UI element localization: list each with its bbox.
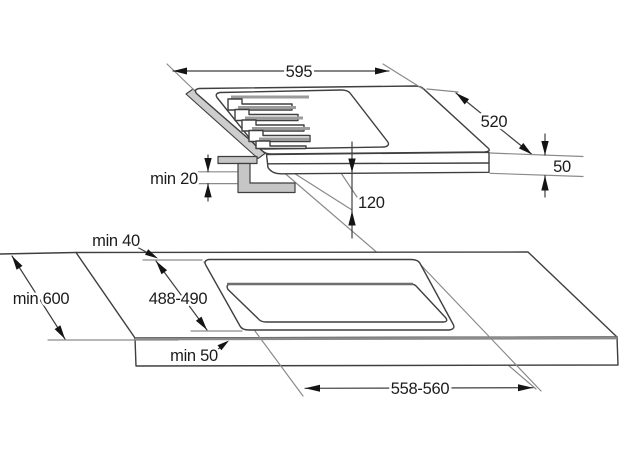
worktop-view: min 600 min 40 488-490 min 50 [0,230,619,401]
dim-hob-depth-label: 520 [481,113,508,131]
dimension-line [11,255,66,340]
dim-cutout-width: 558-560 [304,378,534,401]
arrowhead-down [195,316,207,330]
dim-cutout-depth-label: 488-490 [149,290,208,308]
arrowhead-right [375,67,389,75]
worktop-front-edge-highlight [134,336,618,341]
arrowhead [217,340,229,351]
dim-cutout-depth: 488-490 [142,259,243,332]
arrowhead-up [12,256,23,270]
arrowhead [145,249,158,259]
dim-worktop-depth: min 600 [10,255,179,341]
dim-clamp-clearance-label: min 20 [150,170,198,188]
extension-line [426,88,459,93]
dim-cutout-width-label: 558-560 [391,380,450,398]
dim-front-clearance-label: min 50 [170,347,218,365]
arrowhead-down [204,158,212,172]
dimension-line [304,387,534,389]
dim-clamp-clearance: min 20 [148,154,238,202]
dim-under-depth: 120 [348,141,388,239]
arrowhead-down [518,143,532,155]
dim-back-clearance: min 40 [90,230,158,259]
dim-front-clearance: min 50 [168,340,229,368]
extension-line [489,152,584,158]
dim-hob-width-label: 595 [286,63,313,81]
dim-back-clearance-label: min 40 [92,232,140,250]
arrowhead-up [456,93,470,105]
arrowhead-up [156,261,168,275]
dim-hob-height-label: 50 [553,158,571,176]
dim-hob-width: 595 [166,61,424,91]
extension-line [166,63,195,91]
dim-hob-depth: 520 [426,88,533,156]
hob-view: 595 520 50 min 20 [148,61,584,390]
dim-hob-height: 50 [489,133,584,198]
mounting-bracket-body [237,162,296,194]
arrowhead-down [54,325,65,339]
extension-line [382,63,424,90]
worktop-cutout-inner-wall [226,283,448,323]
arrowhead-left [173,67,187,75]
arrowhead-right [518,384,533,392]
dimension-line [155,260,208,331]
dim-under-depth-label: 120 [358,194,385,212]
arrowhead-up [541,175,549,191]
arrowhead-down [348,158,356,173]
arrowhead-up [348,211,356,226]
grate-bar [255,140,307,150]
grate-bars [227,95,311,150]
arrowhead-left [305,384,320,392]
mounting-bracket-top-bar [217,155,258,165]
cutout-width-extension-right [417,261,542,392]
arrowhead-up [204,183,212,198]
arrowhead-down [541,141,549,155]
hob-front-lip-line [267,162,490,165]
extension-line [489,172,584,178]
worktop-back-edge-extension [0,251,77,255]
dimension-line [455,92,533,156]
dim-worktop-depth-label: min 600 [13,290,70,308]
